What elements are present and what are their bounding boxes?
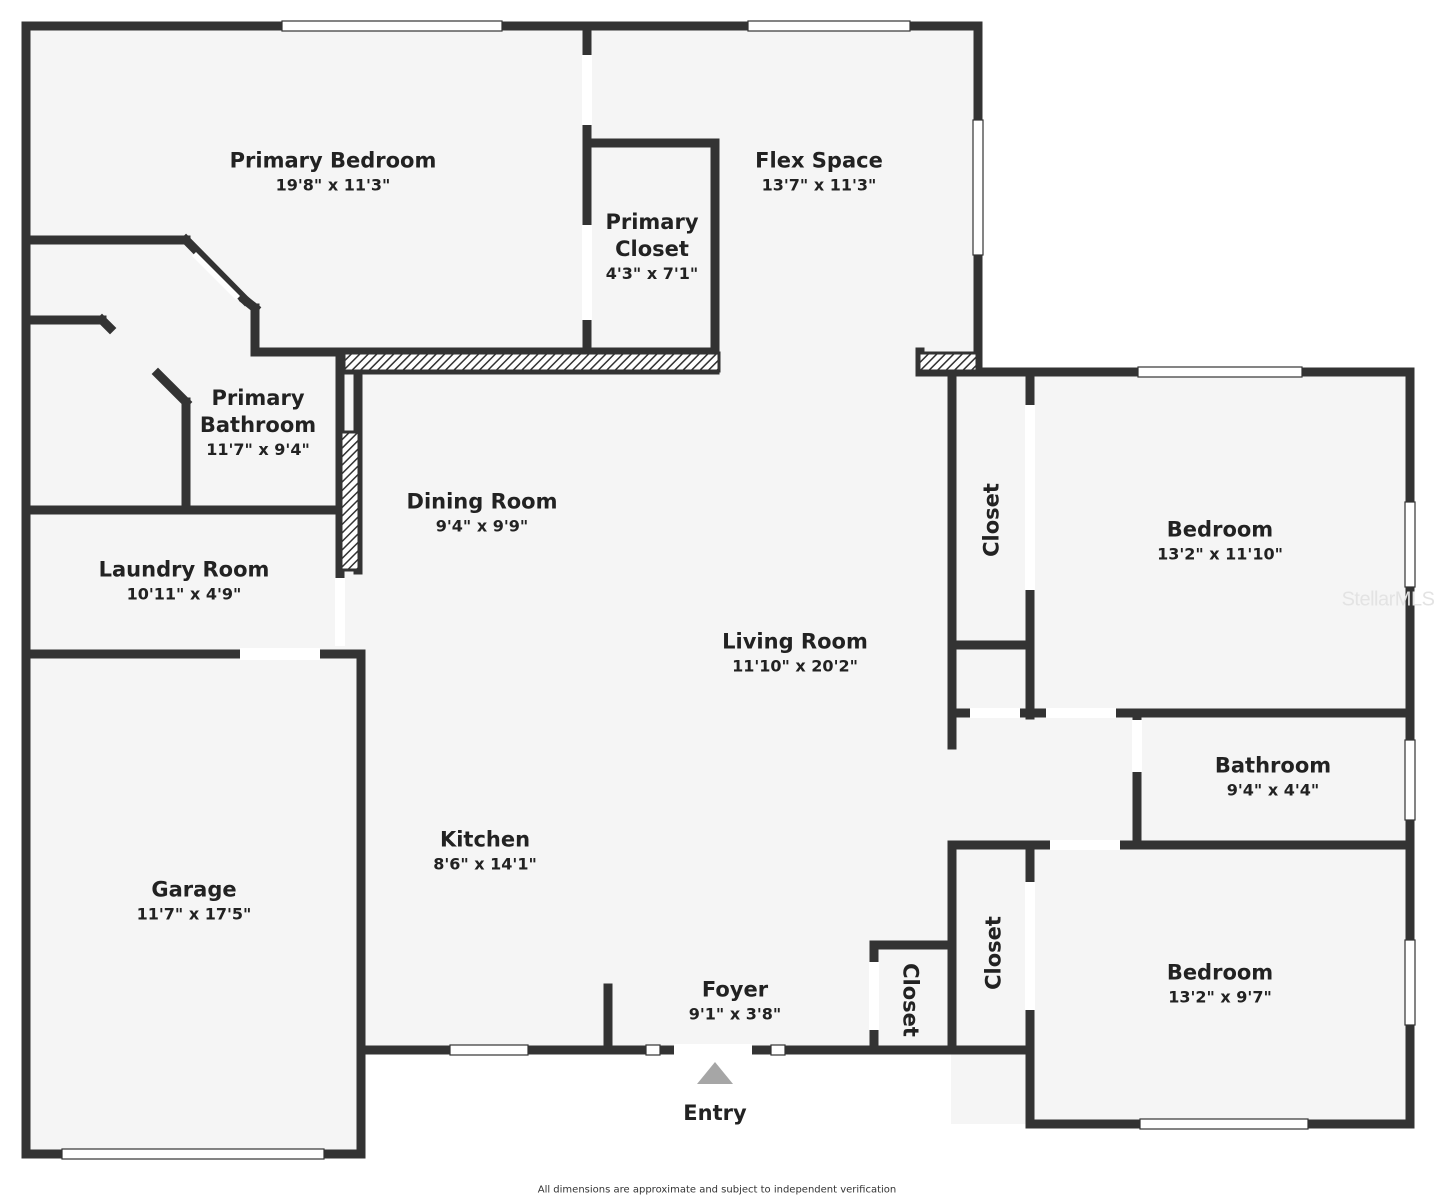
room-name: Dining Room [406, 489, 558, 514]
room-dims: 11'7" x 9'4" [206, 440, 310, 459]
room-name-line1: Primary [605, 210, 699, 234]
room-dims: 4'3" x 7'1" [605, 264, 699, 283]
room-name-line2: Bathroom [199, 413, 317, 437]
room-name: Kitchen [439, 827, 531, 852]
room-label-laundry-room: Laundry Room 10'11" x 4'9" [99, 557, 270, 606]
room-name: Laundry Room [98, 557, 270, 582]
room-label-living-room: Living Room 11'10" x 20'2" [722, 629, 868, 678]
entry-label: Entry [683, 1101, 747, 1125]
room-dims: 19'8" x 11'3" [275, 175, 391, 195]
hatched-walls [339, 351, 979, 572]
windows [61, 20, 1416, 1160]
room-name: Closet [898, 963, 923, 1037]
room-label-primary-bedroom: Primary Bedroom 19'8" x 11'3" [230, 148, 437, 197]
watermark: StellarMLS [1341, 588, 1435, 611]
room-name: Closet [979, 483, 1004, 557]
room-label-foyer: Foyer 9'1" x 3'8" [689, 977, 781, 1026]
room-dims: 11'7" x 17'5" [136, 904, 252, 924]
room-dims: 9'1" x 3'8" [688, 1004, 782, 1024]
closet-label-lower: Closet [981, 916, 1008, 990]
room-dims: 13'2" x 11'10" [1157, 544, 1283, 564]
closet-label-upper: Closet [979, 483, 1006, 557]
room-name: Bedroom [1166, 960, 1274, 985]
room-label-garage: Garage 11'7" x 17'5" [137, 877, 252, 926]
room-label-flex-space: Flex Space 13'7" x 11'3" [755, 148, 883, 197]
room-name-line2: Closet [615, 237, 689, 261]
room-name-line1: Primary [211, 386, 305, 410]
door-openings [192, 55, 1142, 1056]
footnote: All dimensions are approximate and subje… [537, 1184, 897, 1196]
room-label-primary-closet: Primary Closet 4'3" x 7'1" [605, 209, 698, 285]
room-dims: 13'2" x 9'7" [1168, 987, 1272, 1007]
room-name: Bedroom [1166, 517, 1274, 542]
room-name: Living Room [722, 629, 868, 654]
room-name: Garage [151, 877, 237, 902]
room-dims: 9'4" x 9'9" [435, 516, 529, 536]
entry-arrow-icon [697, 1062, 733, 1084]
room-name: Flex Space [755, 148, 883, 173]
room-dims: 10'11" x 4'9" [126, 584, 242, 604]
room-dims: 11'10" x 20'2" [732, 656, 858, 676]
room-name: Closet [981, 916, 1006, 990]
room-dims: 8'6" x 14'1" [433, 854, 537, 874]
room-label-dining-room: Dining Room 9'4" x 9'9" [407, 489, 558, 538]
room-name: Foyer [701, 977, 769, 1002]
room-name: Primary Bedroom [229, 148, 437, 173]
room-label-kitchen: Kitchen 8'6" x 14'1" [433, 827, 537, 876]
room-label-primary-bathroom: Primary Bathroom 11'7" x 9'4" [200, 385, 316, 461]
room-name: Bathroom [1214, 753, 1332, 778]
room-label-bedroom-2: Bedroom 13'2" x 9'7" [1167, 960, 1273, 1009]
room-dims: 9'4" x 4'4" [1226, 780, 1320, 800]
room-label-bathroom: Bathroom 9'4" x 4'4" [1215, 753, 1331, 802]
room-dims: 13'7" x 11'3" [761, 175, 877, 195]
room-label-bedroom-1: Bedroom 13'2" x 11'10" [1157, 517, 1283, 566]
closet-label-foyer: Closet [897, 963, 924, 1037]
